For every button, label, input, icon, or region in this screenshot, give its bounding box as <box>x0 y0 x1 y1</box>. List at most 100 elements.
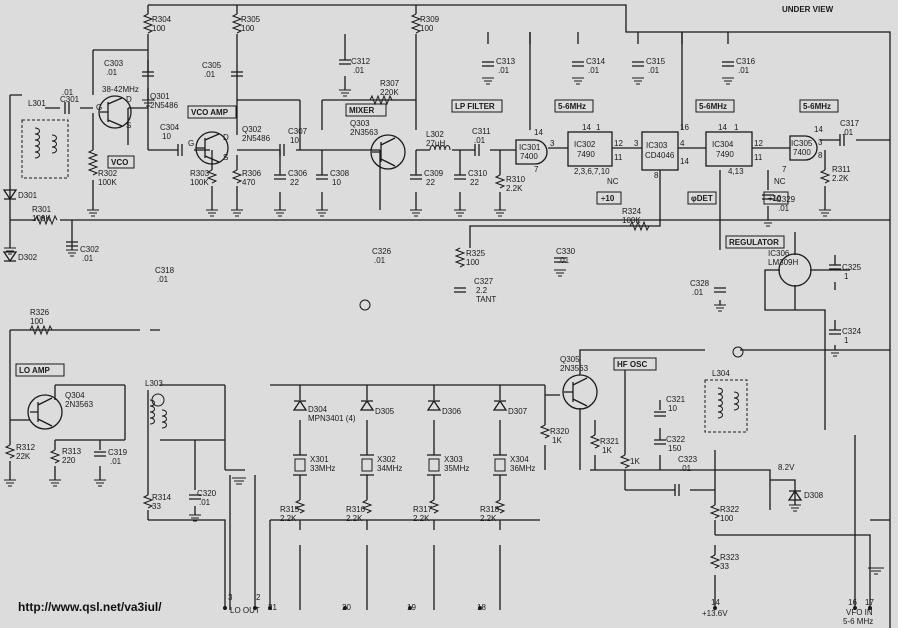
l301-shield <box>21 119 69 179</box>
ic303-pin-8: 8 <box>654 171 659 180</box>
label-div-2: ÷10 <box>768 194 782 203</box>
c308-val: 10 <box>332 178 341 187</box>
capacitors <box>64 59 845 500</box>
label-phase-det: φDET <box>691 194 713 203</box>
conn-20: 20 <box>342 603 351 612</box>
r320-val: 1K <box>552 436 562 445</box>
ic306-reg <box>778 253 812 287</box>
conn-2: 2 <box>256 593 261 602</box>
c311-ref: C311 <box>472 127 491 136</box>
r317-val: 2.2K <box>413 514 430 523</box>
c312-ref: C312 <box>351 57 371 66</box>
x303-freq: 35MHz <box>444 464 469 473</box>
r312-ref: R312 <box>16 443 36 452</box>
r326-val: 100 <box>30 317 44 326</box>
conn-18: 18 <box>477 603 486 612</box>
d307-ref: D307 <box>508 407 528 416</box>
wiring <box>9 4 891 628</box>
ic301-type: 7400 <box>520 152 538 161</box>
r323-ref: R323 <box>720 553 740 562</box>
d305-ref: D305 <box>375 407 395 416</box>
ic303-box <box>641 131 679 171</box>
transistors <box>27 95 598 430</box>
ic305-ref: IC305 <box>791 139 813 148</box>
label-mixer: MIXER <box>349 106 375 115</box>
r326-ref: R326 <box>30 308 50 317</box>
r324-val: 100K <box>622 216 641 225</box>
label-lo-amp: LO AMP <box>19 366 50 375</box>
ic302-pin-1: 1 <box>596 123 601 132</box>
l302-val: 27µH <box>426 139 446 148</box>
ics <box>515 131 818 287</box>
c311-val: .01 <box>474 136 486 145</box>
c321-ref: C321 <box>666 395 686 404</box>
d308-ref: D308 <box>804 491 824 500</box>
ic303-pin-14: 14 <box>680 157 689 166</box>
r301-val: 100K <box>32 214 51 223</box>
l301-ref: L301 <box>28 99 46 108</box>
r316-val: 2.2K <box>346 514 363 523</box>
c302-ref: C302 <box>80 245 100 254</box>
block-labels: VCO VCO AMP MIXER LP FILTER 5-6MHz 5-6MH… <box>15 99 839 377</box>
coils <box>21 119 748 433</box>
ic304-pin-1: 1 <box>734 123 739 132</box>
r322-ref: R322 <box>720 505 740 514</box>
c328-ref: C328 <box>690 279 710 288</box>
d302-ref: D302 <box>18 253 38 262</box>
l302-ref: L302 <box>426 130 444 139</box>
ic301-pin-14: 14 <box>534 128 543 137</box>
q302-pin-s: S <box>223 153 228 162</box>
ic303-pin-4: 4 <box>680 139 685 148</box>
c307-ref: C307 <box>288 127 308 136</box>
c305-val: .01 <box>204 70 216 79</box>
x302-freq: 34MHz <box>377 464 402 473</box>
lo-out-label: LO OUT <box>230 606 260 615</box>
c321-val: 10 <box>668 404 677 413</box>
r-hf-val: 1K <box>630 457 640 466</box>
ic302-pin-gnd: 2,3,6,7,10 <box>574 167 610 176</box>
q304-type: 2N3563 <box>65 400 94 409</box>
l303-ref: L303 <box>145 379 163 388</box>
label-mhz-2: 5-6MHz <box>699 102 727 111</box>
r310-ref: R310 <box>506 175 526 184</box>
r311-ref: R311 <box>832 165 851 174</box>
r313-val: 220 <box>62 456 76 465</box>
conn-14: 14 <box>711 598 720 607</box>
r311-val: 2.2K <box>832 174 849 183</box>
x302-ref: X302 <box>377 455 396 464</box>
x304-freq: 36MHz <box>510 464 535 473</box>
r313-ref: R313 <box>62 447 82 456</box>
ic303-pin-3: 3 <box>634 139 639 148</box>
d308-voltage: 8.2V <box>778 463 795 472</box>
r301-ref: R301 <box>32 205 52 214</box>
conn-16: 16 <box>848 598 857 607</box>
ic304-pin-gnd: 4,13 <box>728 167 744 176</box>
crystals <box>293 454 507 476</box>
c327-val: 2.2 <box>476 286 488 295</box>
q302-ref: Q302 <box>242 125 262 134</box>
c302-val: .01 <box>82 254 94 263</box>
q302-pin-d: D <box>223 133 229 142</box>
c312-val: .01 <box>353 66 365 75</box>
d304-ref: D304 <box>308 405 328 414</box>
q301-ref: Q301 <box>150 92 170 101</box>
q301-pin-d: D <box>126 95 132 104</box>
label-mhz-1: 5-6MHz <box>558 102 586 111</box>
r325-val: 100 <box>466 258 480 267</box>
ic302-box <box>567 131 613 167</box>
ic301-pin-3: 3 <box>550 139 555 148</box>
c303-val: .01 <box>106 68 118 77</box>
c323-val: .01 <box>680 464 692 473</box>
q305-type: 2N3563 <box>560 364 589 373</box>
x301-freq: 33MHz <box>310 464 335 473</box>
c325-ref: C325 <box>842 263 862 272</box>
label-vco: VCO <box>111 158 128 167</box>
r314-ref: R314 <box>152 493 172 502</box>
c318-val: .01 <box>157 275 169 284</box>
ic306-ref: IC306 <box>768 249 790 258</box>
source-url: http://www.qsl.net/va3iul/ <box>18 600 162 614</box>
r325-ref: R325 <box>466 249 486 258</box>
q303-type: 2N3563 <box>350 128 379 137</box>
label-hf-osc: HF OSC <box>617 360 647 369</box>
